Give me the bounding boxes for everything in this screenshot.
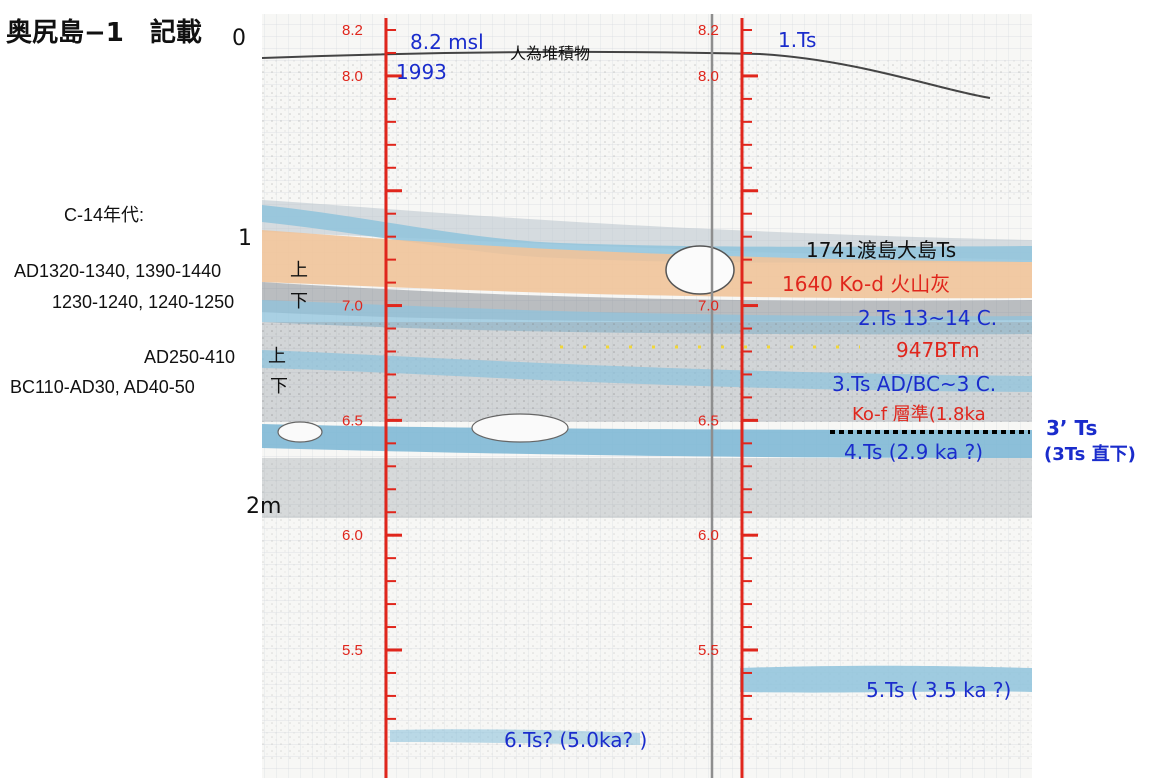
c14-row2-mark: 下 — [290, 291, 308, 312]
c14-row3-mark: 上 — [268, 346, 286, 367]
tephra-5-band — [740, 665, 1032, 693]
ts3-label: 3.Ts AD/BC~3 C. — [832, 372, 997, 396]
right-ruler-tick-label: 5.5 — [698, 642, 719, 659]
page-title: 奥尻島−1 記載 — [6, 18, 202, 48]
ts1-label: 1.Ts — [778, 28, 817, 52]
right-ruler-tick-label: 8.0 — [698, 68, 719, 85]
c14-row1-dates: AD1320-1340, 1390-1440 — [14, 261, 222, 281]
ts4-label: 4.Ts (2.9 ka ?) — [844, 440, 983, 464]
left-ruler-tick-label: 7.0 — [342, 298, 363, 315]
right-ruler-tick-label: 8.2 — [698, 22, 719, 39]
btm-label: 947BTm — [896, 338, 980, 362]
artificial-deposit-label: 人為堆積物 — [510, 44, 591, 63]
left-ruler — [384, 18, 402, 778]
ko-d-ash-band — [262, 230, 1032, 299]
depth-label-middle: 1 — [238, 226, 252, 251]
ts3-prime-label: 3’ Ts — [1046, 416, 1098, 440]
left-ruler-tick-label: 6.0 — [342, 527, 363, 544]
ts3-prime-note: (3Ts 直下) — [1044, 444, 1136, 465]
c14-row3-dates: AD250-410 — [144, 347, 236, 367]
ts2-label: 2.Ts 13~14 C. — [858, 306, 998, 330]
left-ruler-tick-label: 5.5 — [342, 642, 363, 659]
ts6-label: 6.Ts? (5.0ka? ) — [504, 728, 648, 752]
c14-row4-mark: 下 — [270, 376, 288, 397]
ts5-label: 5.Ts ( 3.5 ka ?) — [866, 678, 1012, 702]
left-ruler-tick-label: 8.0 — [342, 68, 363, 85]
right-ruler-tick-label: 6.5 — [698, 412, 719, 429]
year-label: 1993 — [396, 60, 447, 84]
right-ruler-tick-label: 7.0 — [698, 298, 719, 315]
tephra-1741-band — [262, 205, 1032, 263]
right-ruler-tick-label: 6.0 — [698, 527, 719, 544]
left-ruler-tick-label: 6.5 — [342, 412, 363, 429]
ko-f-label: Ko-f 層準(1.8ka — [852, 404, 986, 425]
ko-d-ash-label: 1640 Ko-d 火山灰 — [782, 272, 951, 296]
right-ruler — [740, 18, 758, 778]
tephra-6-band — [390, 729, 640, 745]
tephra-3-band — [262, 350, 1032, 392]
c14-row4-dates: BC110-AD30, AD40-50 — [10, 377, 195, 397]
depth-label-top: 0 — [232, 26, 246, 51]
depth-label-bottom: 2m — [246, 494, 282, 519]
oshima-1741-label: 1741渡島大島Ts — [806, 238, 957, 262]
c14-row2-dates: 1230-1240, 1240-1250 — [52, 292, 235, 312]
left-ruler-tick-label: 8.2 — [342, 22, 363, 39]
c14-heading: C-14年代: — [64, 205, 145, 225]
c14-row1-mark: 上 — [290, 260, 308, 281]
msl-label: 8.2 msl — [410, 30, 484, 54]
